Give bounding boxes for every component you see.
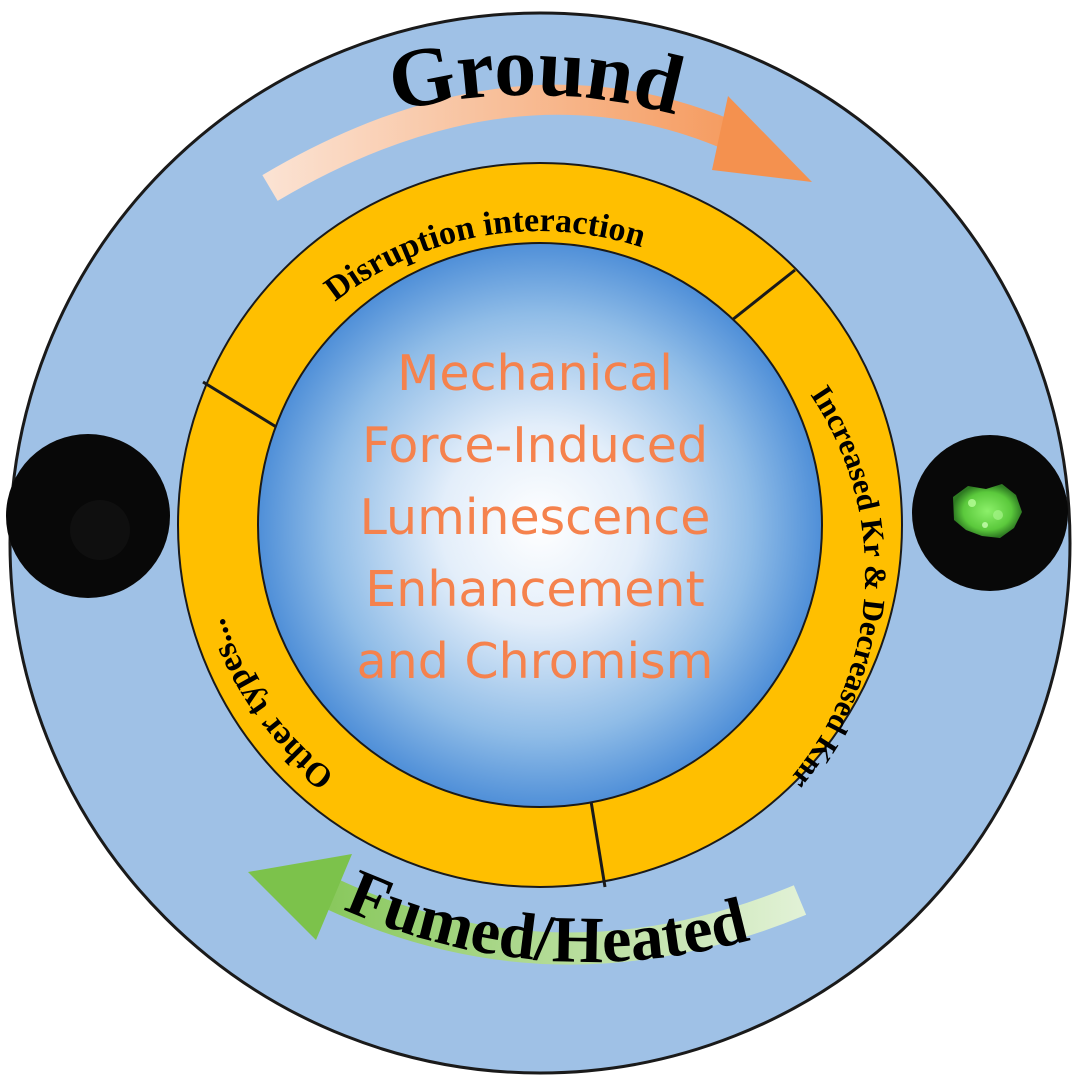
ring-divider-bottom — [588, 794, 607, 888]
center-line-1: Mechanical — [397, 345, 673, 402]
arrow-clockwise-icon — [262, 84, 812, 201]
ring-divider-left — [202, 380, 279, 430]
center-line-4: Enhancement — [365, 561, 704, 618]
arrow-counterclockwise-icon — [248, 854, 807, 965]
glowing-green-sample-disc — [912, 435, 1068, 591]
center-line-2: Force-Induced — [362, 417, 708, 474]
center-title: Mechanical Force-Induced Luminescence En… — [357, 345, 714, 690]
center-line-3: Luminescence — [360, 489, 711, 546]
center-line-5: and Chromism — [357, 633, 714, 690]
center-sphere — [257, 242, 823, 808]
dark-sample-disc — [6, 434, 170, 598]
ring-divider-top-right — [721, 268, 796, 330]
